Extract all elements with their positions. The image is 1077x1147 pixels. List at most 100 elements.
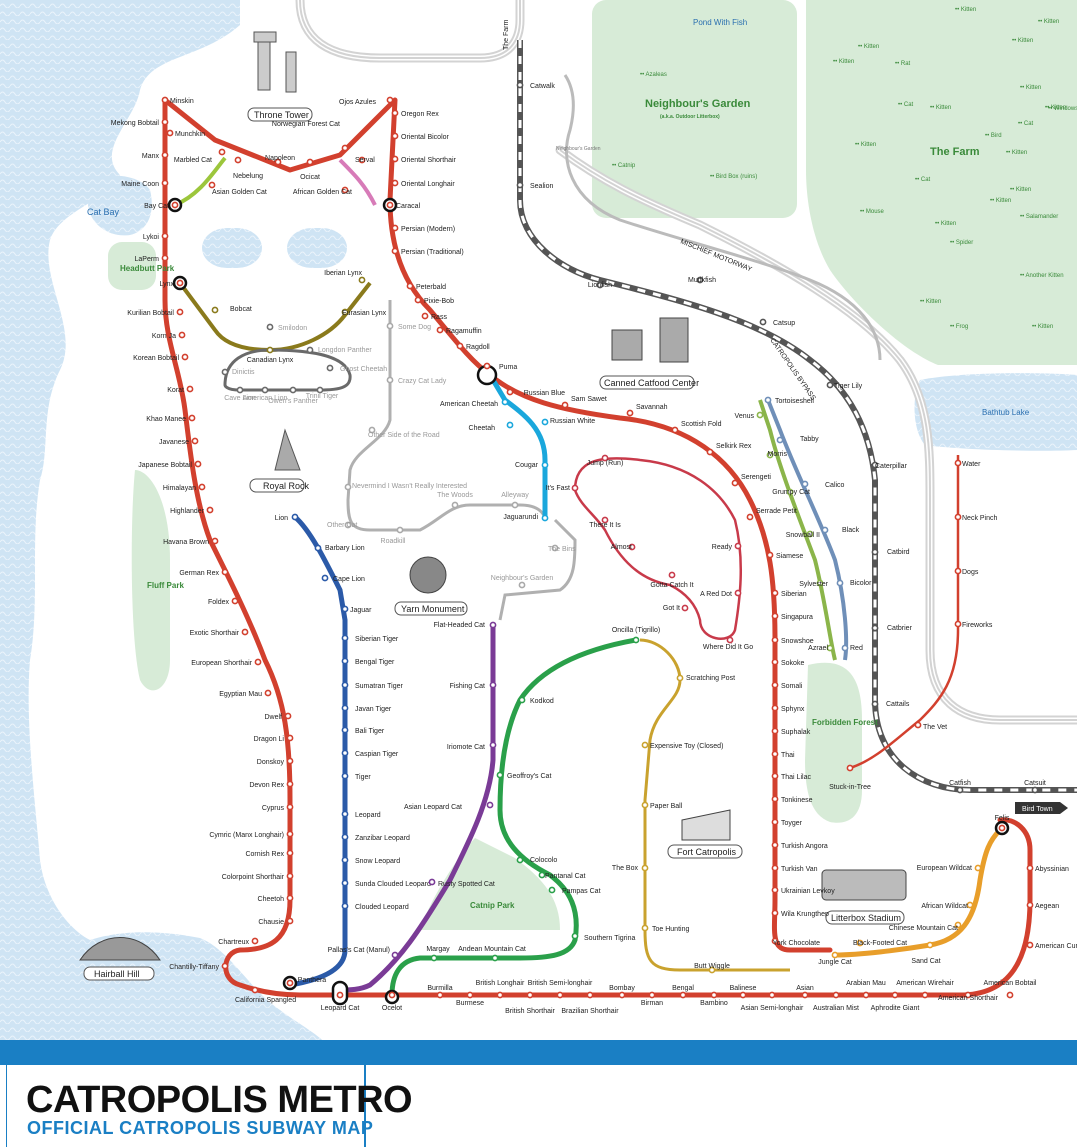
station-label-rail-1[interactable]: Sealion <box>530 183 553 190</box>
station-label-red_bottom-21[interactable]: American Bobtail <box>984 980 1037 987</box>
station-dot-red_right-3[interactable] <box>391 179 399 187</box>
station-dot-purple-3[interactable] <box>486 801 494 809</box>
station-label-laser-4[interactable]: Gotta Catch It <box>650 582 693 589</box>
station-label-orange-5[interactable]: Jungle Cat <box>818 959 852 966</box>
station-label-red_left-10[interactable]: Korn Ja <box>152 333 176 340</box>
station-label-red_right-16[interactable]: Scottish Fold <box>681 421 722 428</box>
station-dot-red_right-26[interactable] <box>771 704 779 712</box>
station-label-red_right-21[interactable]: Siberian <box>781 591 807 598</box>
station-label-red_left-34[interactable]: Chartreux <box>218 939 249 946</box>
station-dot-red_left-10[interactable] <box>178 331 186 339</box>
station-dot-grey_loop-2[interactable] <box>326 364 334 372</box>
station-dot-laser-4[interactable] <box>668 571 676 579</box>
station-label-grey_loop-4[interactable]: Cave Lion <box>224 395 256 402</box>
station-dot-rail-3[interactable] <box>696 276 704 284</box>
station-dot-green-2[interactable] <box>496 771 504 779</box>
station-dot-grey_loop-6[interactable] <box>289 386 297 394</box>
station-dot-green-3[interactable] <box>516 856 524 864</box>
station-label-red_left-24[interactable]: Dwelf <box>264 714 282 721</box>
station-label-grey_loop-0[interactable]: Smilodon <box>278 325 307 332</box>
station-dot-red_left-20[interactable] <box>231 597 239 605</box>
station-dot-red_bottom-25[interactable] <box>998 824 1006 832</box>
station-dot-red_left-6[interactable] <box>161 232 169 240</box>
station-dot-lime-4[interactable] <box>816 579 824 587</box>
station-dot-grey-1[interactable] <box>386 376 394 384</box>
station-label-rail-9[interactable]: Cattails <box>886 701 910 708</box>
station-dot-orange-2[interactable] <box>954 921 962 929</box>
station-dot-thin_red-1[interactable] <box>954 513 962 521</box>
station-label-red_left-27[interactable]: Devon Rex <box>249 782 284 789</box>
station-label-green-7[interactable]: Andean Mountain Cat <box>458 946 526 953</box>
station-label-red_bottom-8[interactable]: Brazilian Shorthair <box>561 1008 619 1015</box>
station-label-laser-1[interactable]: It's Fast <box>546 485 570 492</box>
station-label-steel-2[interactable]: Calico <box>825 482 845 489</box>
station-label-grey-9[interactable]: Neighbour's Garden <box>491 575 554 582</box>
station-dot-cyan-0[interactable] <box>501 398 509 406</box>
station-dot-red_bottom-7[interactable] <box>556 991 564 999</box>
station-label-red_left-18[interactable]: Havana Brown <box>163 539 209 546</box>
station-label-red_left-11[interactable]: Korean Bobtail <box>133 355 179 362</box>
station-label-rail-5[interactable]: Tiger Lily <box>834 383 863 390</box>
station-label-grey-4[interactable]: Other Cat <box>327 522 357 529</box>
station-dot-red_bottom-18[interactable] <box>891 991 899 999</box>
station-label-green-0[interactable]: Oncilla (Tigrillo) <box>612 627 660 634</box>
station-label-grey-3[interactable]: Nevermind I Wasn't Really Interested <box>352 483 467 490</box>
station-dot-red_right-22[interactable] <box>771 612 779 620</box>
station-label-red_right-3[interactable]: Oriental Longhair <box>401 181 455 188</box>
station-label-red_bottom-0[interactable]: Panthera <box>298 977 327 984</box>
station-label-purple-0[interactable]: Flat-Headed Cat <box>434 622 485 629</box>
station-dot-grey_loop-0[interactable] <box>266 323 274 331</box>
station-dot-orange-5[interactable] <box>831 951 839 959</box>
station-dot-rail-2[interactable] <box>596 281 604 289</box>
station-dot-red_top-1[interactable] <box>234 156 242 164</box>
station-label-laser-2[interactable]: There It Is <box>589 522 621 529</box>
station-label-red_right-28[interactable]: Thai <box>781 752 795 759</box>
station-label-laser-3[interactable]: Almost <box>611 544 632 551</box>
station-label-red_right-15[interactable]: Savannah <box>636 404 668 411</box>
station-label-steel-1[interactable]: Tabby <box>800 436 819 443</box>
station-dot-red_right-24[interactable] <box>771 658 779 666</box>
station-dot-gold-3[interactable] <box>641 864 649 872</box>
station-dot-red_left-12[interactable] <box>186 385 194 393</box>
station-label-olive-2[interactable]: Eurasian Lynx <box>342 310 387 317</box>
station-label-red_left-12[interactable]: Korat <box>167 387 184 394</box>
station-label-blue-8[interactable]: Bali Tiger <box>355 728 385 735</box>
station-label-laser-5[interactable]: Got It <box>663 605 680 612</box>
station-label-red_right-25[interactable]: Somali <box>781 683 803 690</box>
station-dot-red_left-35[interactable] <box>221 962 229 970</box>
station-label-red_left-6[interactable]: Lykoi <box>143 234 160 241</box>
station-dot-red_right-10[interactable] <box>436 326 444 334</box>
station-label-red_left-1[interactable]: Mekong Bobtail <box>111 120 160 127</box>
station-dot-purple-0[interactable] <box>489 621 497 629</box>
station-label-red_right-31[interactable]: Toyger <box>781 820 803 827</box>
station-label-grey_loop-6[interactable]: Owen's Panther <box>268 398 318 405</box>
station-dot-red_right-31[interactable] <box>771 818 779 826</box>
station-dot-laser-1[interactable] <box>571 484 579 492</box>
station-label-red_right-8[interactable]: Pixie-Bob <box>424 298 454 305</box>
station-label-laser-8[interactable]: Where Did It Go <box>703 644 753 651</box>
station-label-thin_red-5[interactable]: Stuck-in-Tree <box>829 784 871 791</box>
station-label-lime-5[interactable]: Azrael <box>808 645 828 652</box>
station-dot-red_top-4[interactable] <box>341 144 349 152</box>
station-dot-grey-3[interactable] <box>344 483 352 491</box>
station-label-red_right-19[interactable]: Serrade Petit <box>756 508 797 515</box>
station-label-laser-6[interactable]: Ready <box>712 544 733 551</box>
station-dot-orange-0[interactable] <box>974 864 982 872</box>
station-label-red_right-13[interactable]: Russian Blue <box>524 390 565 397</box>
station-dot-red_top-0[interactable] <box>218 148 226 156</box>
station-dot-red_top-6[interactable] <box>358 156 366 164</box>
station-dot-lime-0[interactable] <box>756 411 764 419</box>
station-label-red_left-17[interactable]: Highlander <box>170 508 205 515</box>
station-dot-blue-0[interactable] <box>291 513 299 521</box>
station-dot-grey_loop-7[interactable] <box>316 386 324 394</box>
station-dot-red_bottom-13[interactable] <box>739 991 747 999</box>
station-label-blue-10[interactable]: Tiger <box>355 774 371 781</box>
station-label-red_left-21[interactable]: Exotic Shorthair <box>190 630 240 637</box>
station-label-green-6[interactable]: Southern Tigrina <box>584 935 635 942</box>
station-dot-grey_loop-1[interactable] <box>306 346 314 354</box>
station-label-red_left-29[interactable]: Cymric (Manx Longhair) <box>209 832 284 839</box>
station-dot-red_right-1[interactable] <box>391 132 399 140</box>
station-dot-green-0[interactable] <box>632 636 640 644</box>
station-label-red_bottom-25[interactable]: Felis <box>995 815 1010 822</box>
station-label-red_left-36[interactable]: California Spangled <box>235 997 296 1004</box>
